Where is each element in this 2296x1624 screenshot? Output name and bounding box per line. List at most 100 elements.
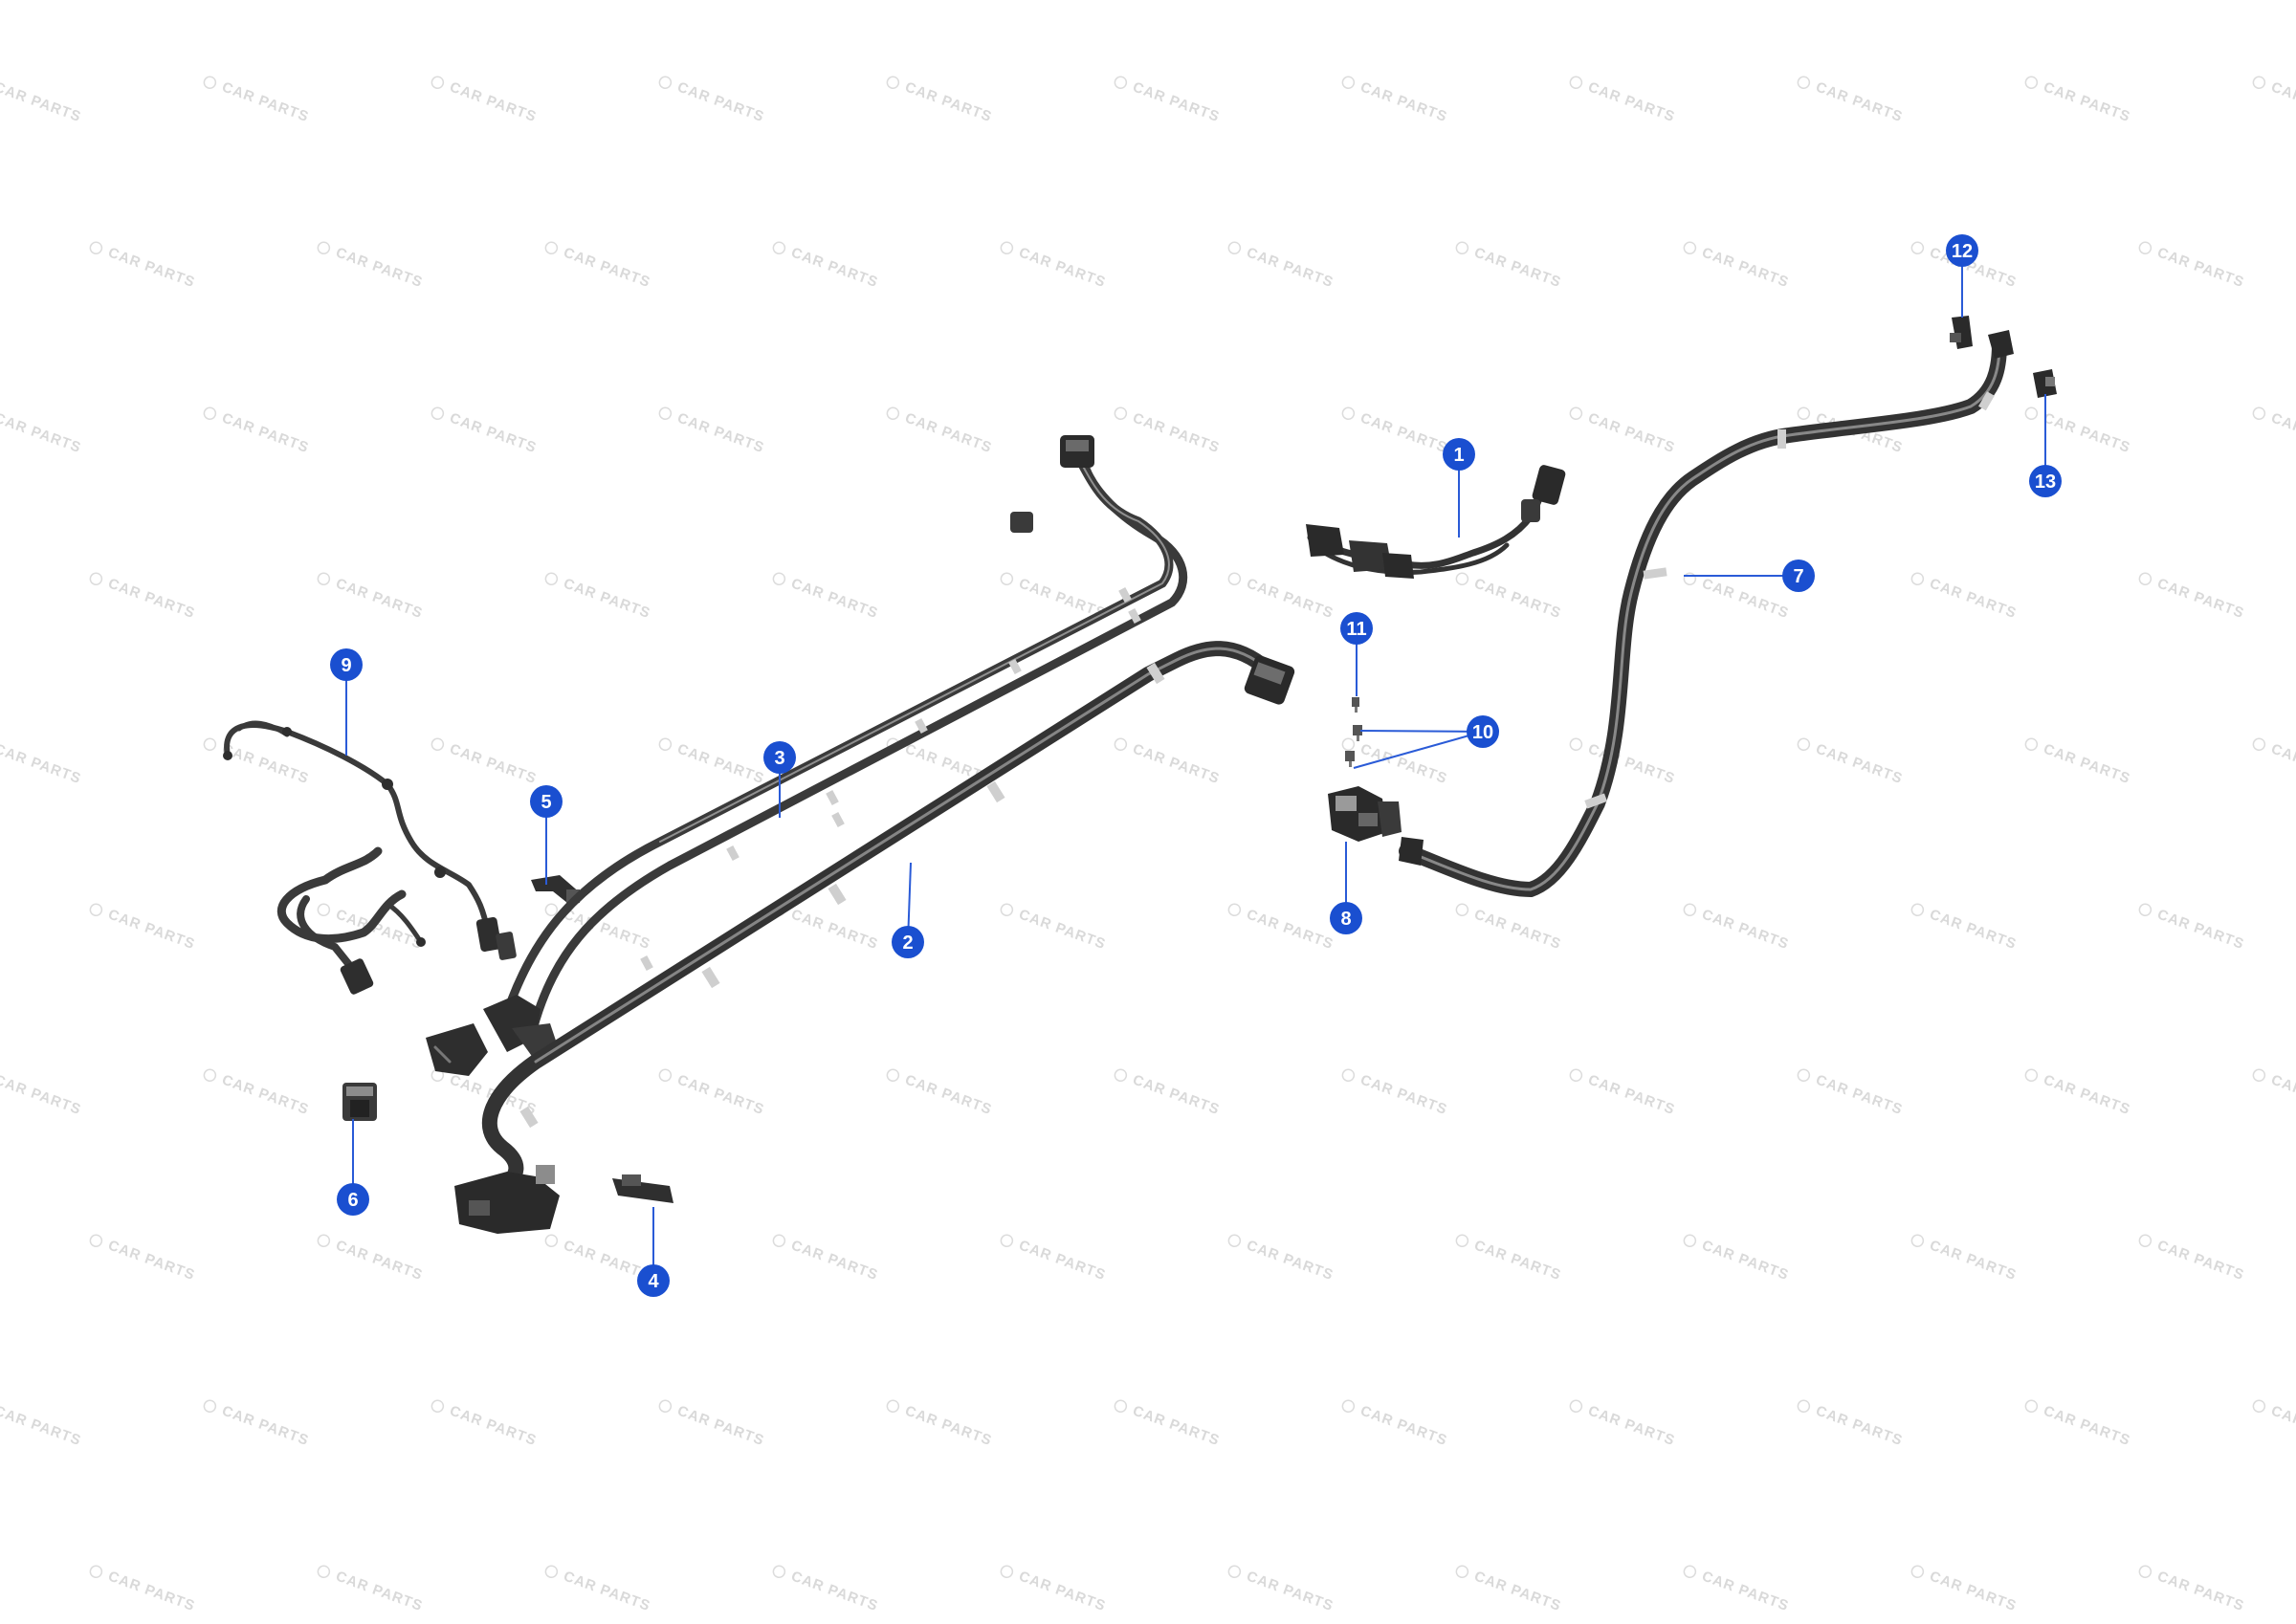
callout-11[interactable]: 11 [1340, 612, 1373, 645]
watermark-text: CAR PARTS [1131, 741, 1222, 788]
part-4-bracket [612, 1174, 673, 1203]
watermark-text: CAR PARTS [1586, 1403, 1677, 1450]
watermark-text: CAR PARTS [1700, 1569, 1791, 1615]
watermark-text: CAR PARTS [675, 1403, 766, 1450]
watermark-logo-icon [203, 406, 217, 420]
part-6-connector-block [342, 1083, 377, 1121]
watermark-tile: CAR PARTS [2252, 406, 2296, 456]
watermark-logo-icon [1227, 903, 1242, 916]
callout-13-label: 13 [2035, 472, 2056, 493]
watermark-logo-icon [2138, 1565, 2152, 1578]
watermark-logo-icon [1114, 737, 1128, 751]
watermark-logo-icon [317, 1565, 331, 1578]
watermark-text: CAR PARTS [2269, 1072, 2296, 1119]
watermark-tile: CAR PARTS [2252, 1068, 2296, 1119]
callout-4-label: 4 [648, 1271, 659, 1292]
watermark-text: CAR PARTS [1245, 576, 1336, 623]
watermark-logo-icon [1227, 572, 1242, 585]
callout-5[interactable]: 5 [530, 785, 563, 818]
watermark-text: CAR PARTS [1586, 1072, 1677, 1119]
watermark-tile: CAR PARTS [544, 1565, 652, 1614]
watermark-text: CAR PARTS [1586, 79, 1677, 126]
callout-8-label: 8 [1340, 909, 1351, 930]
watermark-tile: CAR PARTS [2024, 1068, 2132, 1118]
watermark-text: CAR PARTS [1700, 576, 1791, 623]
callout-3[interactable]: 3 [763, 741, 796, 774]
watermark-tile: CAR PARTS [1455, 1565, 1563, 1614]
callout-9[interactable]: 9 [330, 648, 363, 681]
watermark-text: CAR PARTS [220, 79, 311, 126]
callout-6[interactable]: 6 [337, 1183, 369, 1216]
watermark-tile: CAR PARTS [203, 76, 311, 126]
watermark-logo-icon [430, 737, 445, 751]
watermark-text: CAR PARTS [903, 79, 994, 126]
watermark-text: CAR PARTS [2269, 741, 2296, 788]
watermark-text: CAR PARTS [0, 1072, 83, 1119]
watermark-logo-icon [658, 737, 673, 751]
watermark-text: CAR PARTS [1700, 1238, 1791, 1284]
watermark-text: CAR PARTS [2155, 576, 2246, 623]
watermark-tile: CAR PARTS [544, 241, 652, 291]
watermark-logo-icon [317, 241, 331, 254]
watermark-text: CAR PARTS [1928, 1238, 2019, 1284]
watermark-logo-icon [1455, 903, 1469, 916]
watermark-logo-icon [89, 1565, 103, 1578]
watermark-logo-icon [2252, 1068, 2266, 1082]
watermark-logo-icon [772, 1565, 786, 1578]
watermark-logo-icon [1000, 1565, 1014, 1578]
watermark-tile: CAR PARTS [1000, 572, 1108, 622]
watermark-logo-icon [1569, 1399, 1583, 1413]
watermark-tile: CAR PARTS [317, 241, 425, 292]
watermark-tile: CAR PARTS [430, 76, 539, 126]
watermark-logo-icon [1683, 1565, 1697, 1578]
watermark-text: CAR PARTS [1131, 1072, 1222, 1119]
watermark-text: CAR PARTS [903, 410, 994, 457]
watermark-text: CAR PARTS [1814, 741, 1905, 788]
watermark-tile: CAR PARTS [886, 76, 994, 126]
watermark-tile: CAR PARTS [1341, 1068, 1449, 1118]
watermark-text: CAR PARTS [448, 741, 539, 788]
watermark-logo-icon [1341, 737, 1356, 751]
watermark-tile: CAR PARTS [886, 406, 994, 457]
watermark-tile: CAR PARTS [0, 410, 83, 457]
watermark-logo-icon [1114, 406, 1128, 420]
watermark-text: CAR PARTS [1700, 907, 1791, 954]
watermark-tile: CAR PARTS [0, 79, 83, 126]
callout-10[interactable]: 10 [1467, 715, 1499, 748]
watermark-tile: CAR PARTS [1569, 406, 1677, 456]
watermark-tile: CAR PARTS [658, 406, 766, 457]
watermark-text: CAR PARTS [675, 410, 766, 457]
watermark-tile: CAR PARTS [1569, 737, 1677, 787]
watermark-logo-icon [658, 1068, 673, 1082]
callout-2[interactable]: 2 [892, 926, 924, 958]
callout-3-label: 3 [774, 748, 784, 769]
callout-9-label: 9 [341, 655, 351, 676]
callout-4[interactable]: 4 [637, 1264, 670, 1297]
watermark-logo-icon [1569, 76, 1583, 89]
callout-13[interactable]: 13 [2029, 465, 2062, 497]
watermark-tile: CAR PARTS [2024, 76, 2132, 126]
part-8-valve-assembly [1328, 786, 1402, 842]
watermark-text: CAR PARTS [789, 245, 880, 292]
watermark-logo-icon [1341, 406, 1356, 420]
watermark-logo-icon [1114, 1399, 1128, 1413]
callout-8[interactable]: 8 [1330, 902, 1362, 934]
watermark-logo-icon [2138, 241, 2152, 254]
callout-7[interactable]: 7 [1782, 560, 1815, 592]
watermark-logo-icon [2024, 1399, 2039, 1413]
part-3-twin-hoses [426, 435, 1188, 1076]
watermark-text: CAR PARTS [334, 245, 425, 292]
watermark-logo-icon [2024, 76, 2039, 89]
watermark-logo-icon [1341, 1068, 1356, 1082]
watermark-text: CAR PARTS [1245, 1238, 1336, 1284]
watermark-text: CAR PARTS [106, 1238, 197, 1284]
callout-1[interactable]: 1 [1443, 438, 1475, 471]
watermark-text: CAR PARTS [448, 79, 539, 126]
watermark-logo-icon [2138, 572, 2152, 585]
watermark-text: CAR PARTS [1928, 1569, 2019, 1615]
watermark-text: CAR PARTS [2042, 79, 2132, 126]
watermark-text: CAR PARTS [0, 741, 83, 788]
callout-12[interactable]: 12 [1946, 234, 1978, 267]
watermark-tile: CAR PARTS [772, 241, 880, 292]
callouts: 1 2 3 4 5 6 7 8 9 10 11 12 13 [330, 234, 2062, 1297]
